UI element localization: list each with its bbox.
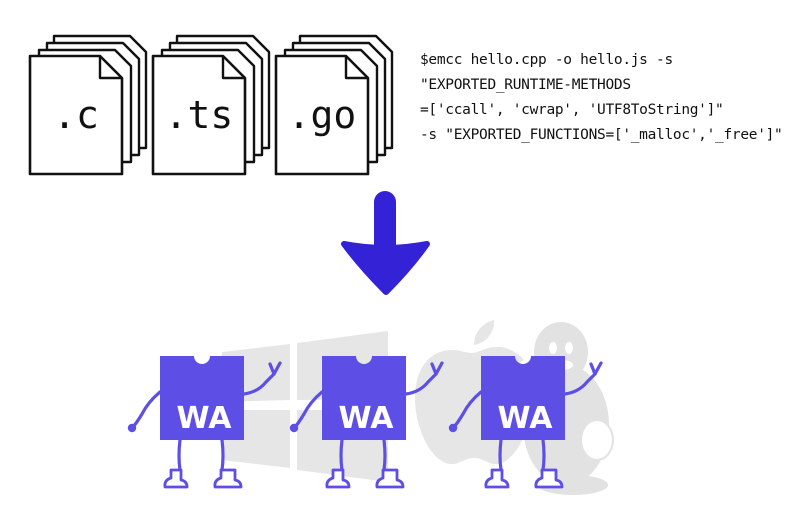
right-leg <box>220 438 225 472</box>
right-leg <box>382 438 387 472</box>
wasm-character: WA <box>448 356 603 489</box>
command-line: -s "EXPORTED_FUNCTIONS=['_malloc','_free… <box>420 127 783 143</box>
hand <box>448 423 458 433</box>
file-extension-label: .go <box>288 93 357 137</box>
emcc-command: $emcc hello.cpp -o hello.js -s "EXPORTED… <box>420 48 805 148</box>
hand <box>289 423 299 433</box>
right-shoe-icon <box>375 468 405 489</box>
source-file-stacks: .c .ts .go <box>28 34 394 176</box>
left-shoe-icon <box>484 468 510 489</box>
right-shoe-icon <box>534 468 564 489</box>
right-arm <box>242 372 276 396</box>
wasm-logo-label: WA <box>177 401 233 436</box>
peace-sign-icon <box>268 361 282 376</box>
page-fold-icon <box>98 56 122 80</box>
page-fold-icon <box>344 56 368 80</box>
page-fold-icon <box>221 56 245 80</box>
command-line: $emcc hello.cpp -o hello.js -s <box>420 52 673 68</box>
left-leg <box>339 438 344 472</box>
right-arm <box>404 372 438 396</box>
wasm-logo-label: WA <box>339 401 395 436</box>
down-arrow-icon <box>341 191 430 295</box>
right-shoe-icon <box>213 468 243 489</box>
wasm-character: WA <box>289 356 444 489</box>
peace-sign-icon <box>589 361 603 376</box>
right-arm <box>563 372 597 396</box>
file-page-front <box>28 54 124 176</box>
left-leg <box>498 438 503 472</box>
file-extension-label: .ts <box>165 93 234 137</box>
file-stack: .c <box>28 34 148 176</box>
wasm-logo-body <box>322 356 406 440</box>
left-leg <box>177 438 182 472</box>
wasm-logo-label: WA <box>498 401 554 436</box>
left-shoe-icon <box>325 468 351 489</box>
wasm-logo-body <box>481 356 565 440</box>
wasm-character: WA <box>127 356 282 489</box>
right-leg <box>541 438 546 472</box>
file-page-front <box>151 54 247 176</box>
left-arm <box>130 390 162 430</box>
command-line: =['ccall', 'cwrap', 'UTF8ToString']" <box>420 102 724 118</box>
file-stack: .ts <box>151 34 271 176</box>
left-shoe-icon <box>163 468 189 489</box>
peace-sign-icon <box>430 361 444 376</box>
file-extension-label: .c <box>53 93 99 137</box>
hand <box>127 423 137 433</box>
file-stack: .go <box>274 34 394 176</box>
command-line: "EXPORTED_RUNTIME-METHODS <box>420 77 631 93</box>
wasm-characters: WA WA WA <box>127 356 603 489</box>
file-page-front <box>274 54 370 176</box>
wasm-logo-body <box>160 356 244 440</box>
